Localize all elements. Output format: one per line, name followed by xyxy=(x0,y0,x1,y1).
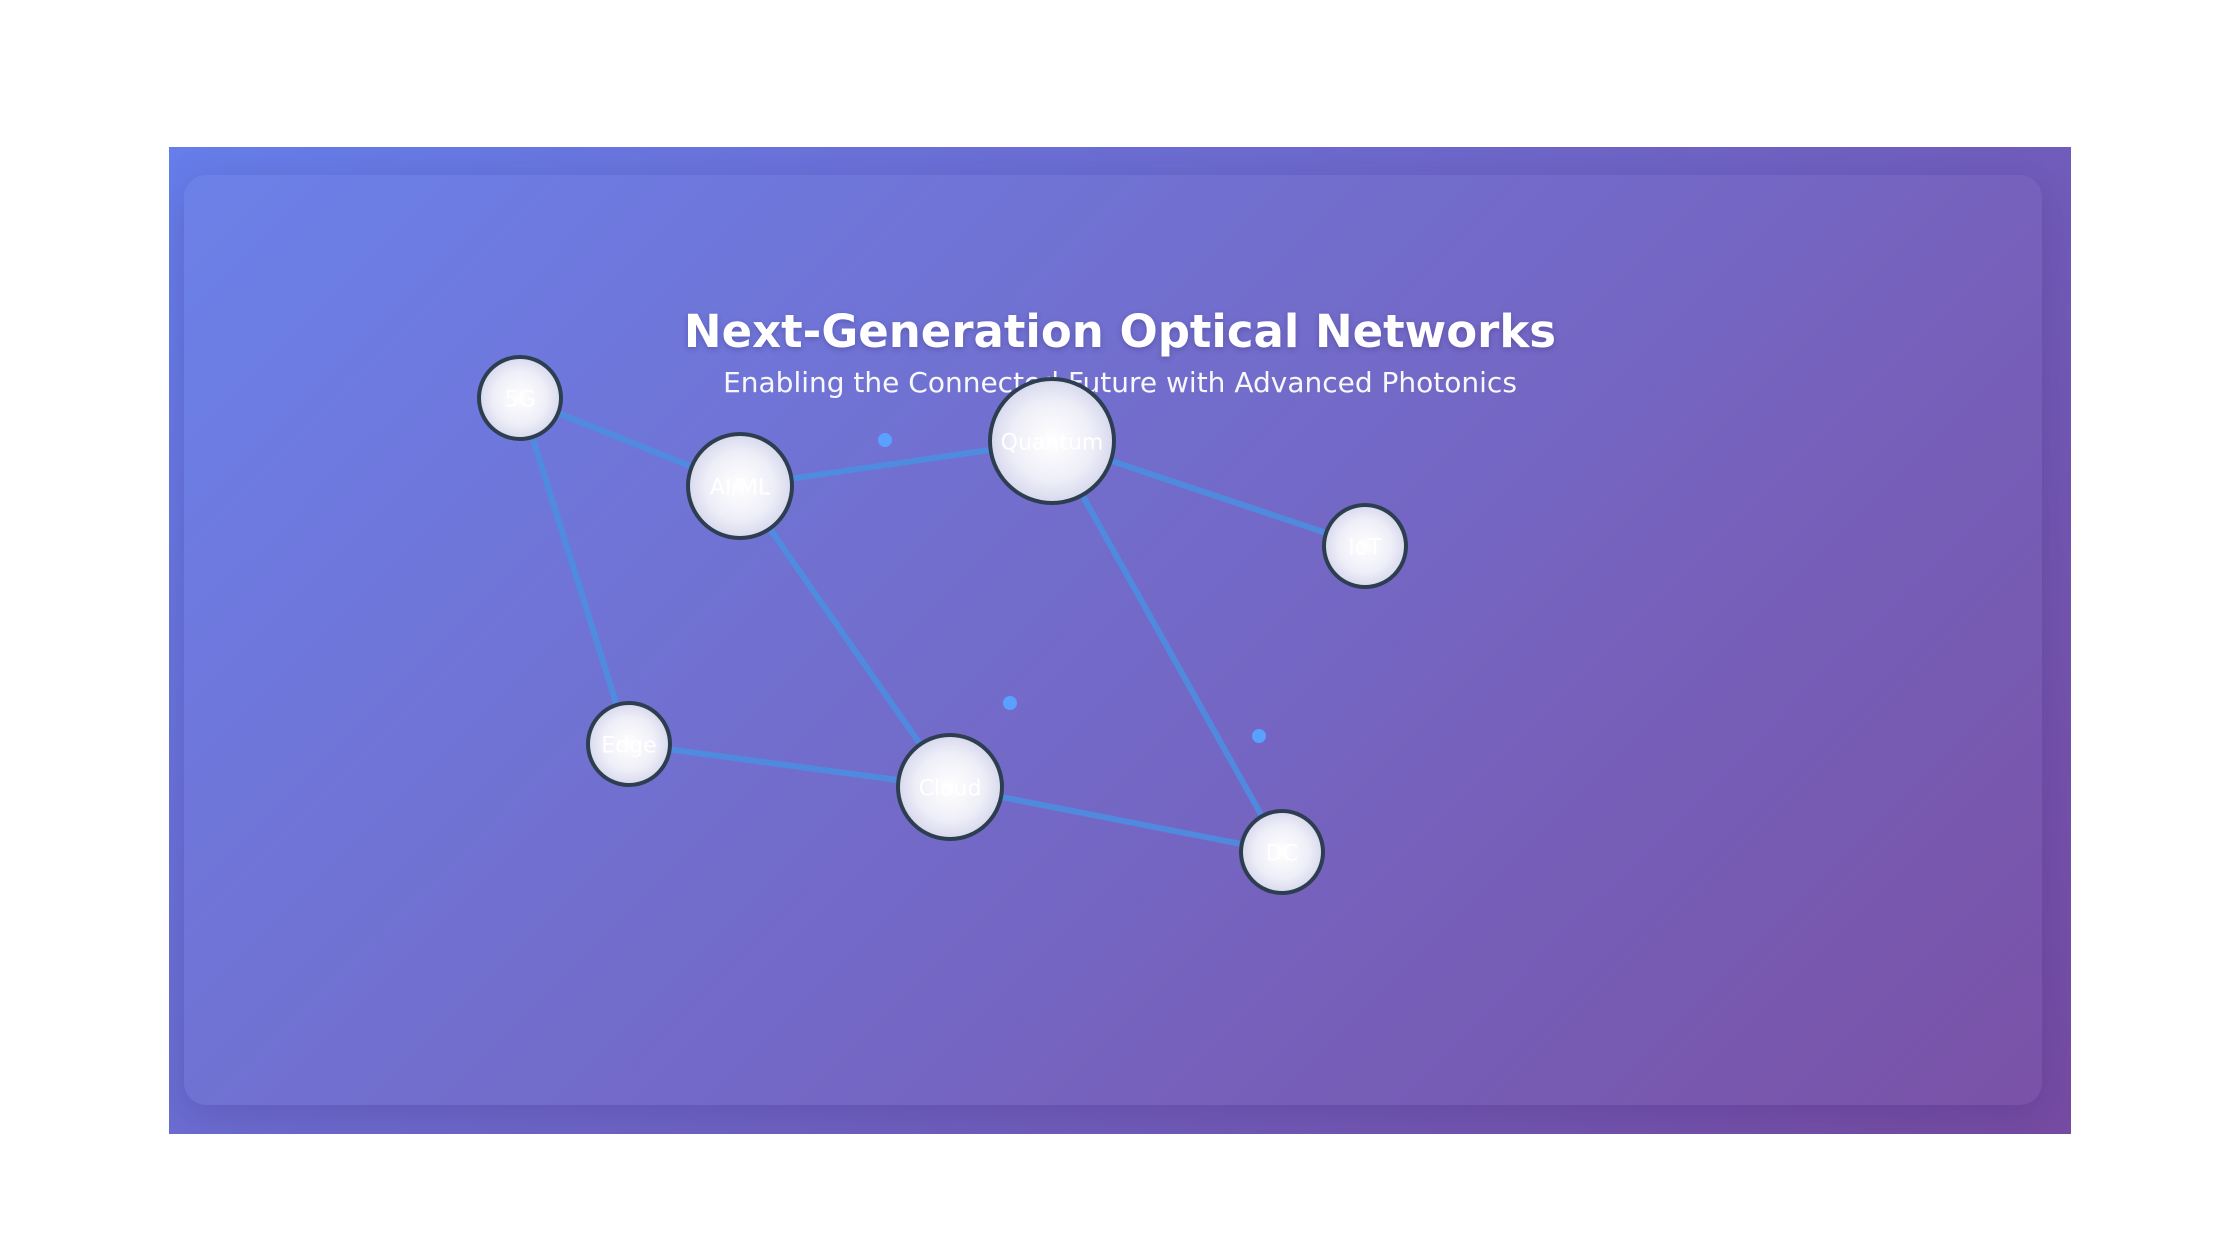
node-label: Cloud xyxy=(919,777,982,802)
node-iot[interactable]: IoT xyxy=(1322,503,1408,589)
node-circle xyxy=(477,355,563,441)
signal-pulses xyxy=(878,433,1266,743)
page-subtitle: Enabling the Connected Future with Advan… xyxy=(723,366,1517,399)
node-5g[interactable]: 5G xyxy=(477,355,563,441)
node-edge[interactable]: Edge xyxy=(586,701,672,787)
signal-pulse xyxy=(1252,729,1266,743)
node-label: 5G xyxy=(504,388,535,413)
node-dc[interactable]: DC xyxy=(1239,809,1325,895)
signal-pulse xyxy=(1003,696,1017,710)
node-cloud[interactable]: Cloud xyxy=(896,733,1004,841)
node-label: IoT xyxy=(1348,536,1382,561)
node-label: Quantum xyxy=(1001,431,1104,456)
node-circle xyxy=(988,377,1116,505)
diagram-canvas: Next-Generation Optical Networks Enablin… xyxy=(169,147,2071,1134)
node-circle xyxy=(896,733,1004,841)
link-cloud-dc xyxy=(947,784,1285,855)
page-title: Next-Generation Optical Networks xyxy=(683,305,1557,358)
link-aiml-cloud xyxy=(737,483,953,790)
link-quantum-dc xyxy=(1049,438,1285,855)
link-5g-edge xyxy=(517,395,632,747)
node-label: Edge xyxy=(601,734,656,759)
node-aiml[interactable]: AI/ML xyxy=(686,432,794,540)
node-circle xyxy=(686,432,794,540)
node-label: AI/ML xyxy=(710,476,771,501)
signal-pulse xyxy=(878,433,892,447)
node-circle xyxy=(586,701,672,787)
node-label: DC xyxy=(1266,842,1298,867)
node-quantum[interactable]: Quantum xyxy=(988,377,1116,505)
node-circle xyxy=(1322,503,1408,589)
node-circle xyxy=(1239,809,1325,895)
